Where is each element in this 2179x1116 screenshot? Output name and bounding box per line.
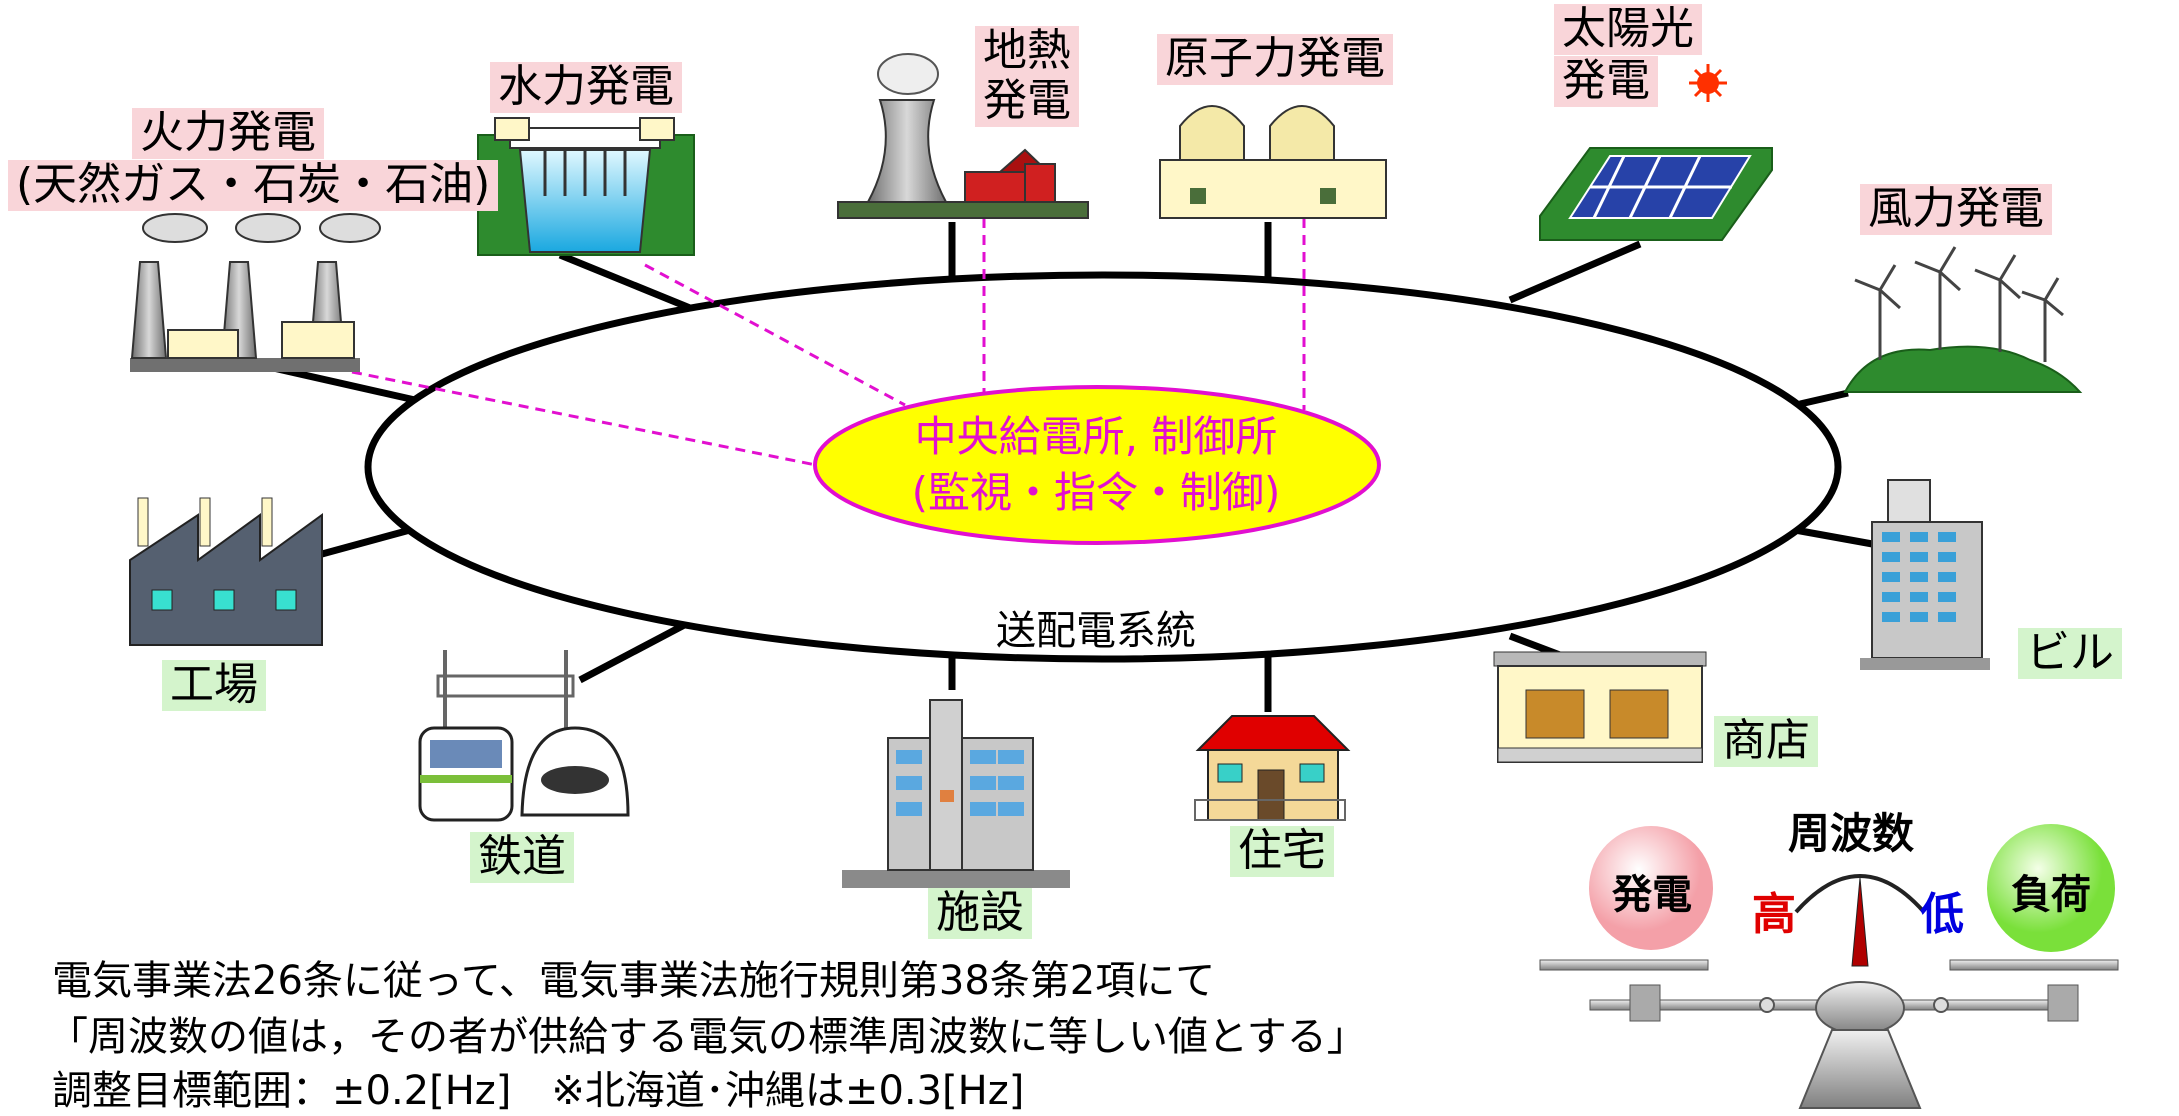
load-label: 負荷	[2011, 872, 2091, 918]
note-line-3: 調整目標範囲：±0.2[Hz] ※北海道･沖縄は±0.3[Hz]	[52, 1068, 1025, 1114]
facility-icon	[842, 699, 1070, 888]
wind-label: 風力発電	[1860, 183, 2052, 235]
house-icon	[1194, 715, 1351, 821]
thermal-label-1: 火力発電	[132, 107, 324, 159]
control-center	[813, 385, 1381, 545]
control-center-subtitle: (監視・指令・制御)	[911, 468, 1281, 517]
grid-label: 送配電系統	[996, 608, 1196, 654]
nuclear-plant-icon	[1159, 105, 1387, 219]
building-icon	[1860, 479, 1990, 670]
solar-label-1: 太陽光	[1554, 3, 1702, 55]
note-line-2: 「周波数の値は，その者が供給する電気の標準周波数に等しい値とする」	[48, 1014, 1367, 1060]
solar-panel-icon	[1539, 64, 1773, 241]
control-lines	[351, 218, 1306, 469]
geothermal-plant-icon	[837, 53, 1089, 219]
geothermal-label-2: 発電	[975, 75, 1079, 127]
wind-turbine-icon	[1843, 246, 2083, 393]
building-label: ビル	[2018, 627, 2122, 679]
nuclear-label: 原子力発電	[1157, 33, 1393, 85]
facility-label: 施設	[928, 887, 1032, 939]
shop-icon	[1493, 651, 1707, 763]
generation-label: 発電	[1612, 872, 1692, 918]
frequency-title: 周波数	[1788, 809, 1915, 858]
high-label: 高	[1752, 889, 1796, 940]
hydro-dam-icon	[477, 117, 695, 256]
shop-label: 商店	[1714, 715, 1818, 767]
factory-label: 工場	[162, 659, 266, 711]
thermal-label-2: (天然ガス・石炭・石油)	[8, 159, 499, 211]
house-label: 住宅	[1230, 825, 1334, 877]
railway-icon	[418, 650, 630, 822]
hydro-label: 水力発電	[490, 61, 682, 113]
control-center-title: 中央給電所, 制御所	[914, 412, 1278, 461]
note-line-1: 電気事業法26条に従って、電気事業法施行規則第38条第2項にて	[52, 958, 1216, 1004]
thermal-plant-icon	[130, 213, 381, 372]
geothermal-label-1: 地熱	[975, 25, 1079, 77]
factory-icon	[129, 497, 323, 646]
railway-label: 鉄道	[470, 831, 574, 883]
frequency-balance-icon	[1539, 824, 2119, 1109]
solar-label-2: 発電	[1554, 55, 1658, 107]
low-label: 低	[1920, 889, 1964, 940]
